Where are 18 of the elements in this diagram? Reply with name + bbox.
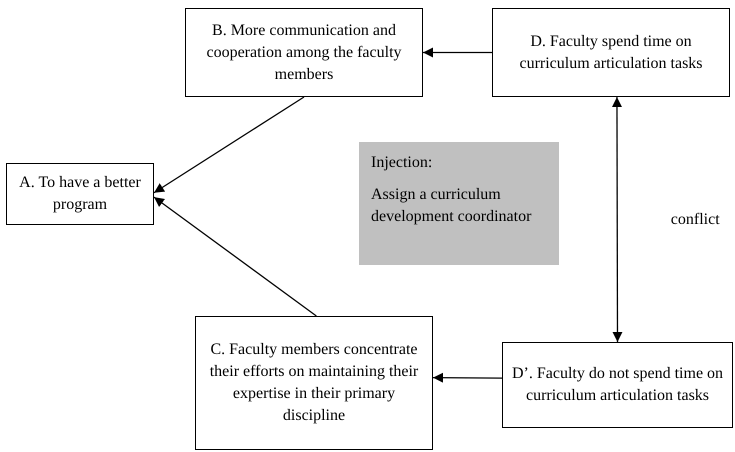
process-box [502,342,733,428]
arrow [154,96,304,194]
box-text: B. More communication and cooperation among the faculty members [205,20,403,84]
arrow [423,48,492,58]
box-text: A. To have a better program [18,173,142,215]
box-text: D’. Faculty do not spend time on curriculum articulation tasks [510,364,724,406]
arrow [433,372,502,383]
box-text: C. Faculty members concentrate their efforts on maintaining their expertise in their primary discipline [208,340,420,426]
process-box [492,8,730,97]
box-text: D. Faculty spend time on curriculum articulation tasks [518,32,704,74]
injection-box [359,142,559,265]
arrow [154,196,317,317]
arrow [612,97,622,342]
heading-text: Injection: [371,153,434,173]
body-text: Assign a curriculum development coordinator [371,185,532,227]
process-box [6,163,154,225]
process-box [195,316,433,450]
process-box [185,8,423,97]
